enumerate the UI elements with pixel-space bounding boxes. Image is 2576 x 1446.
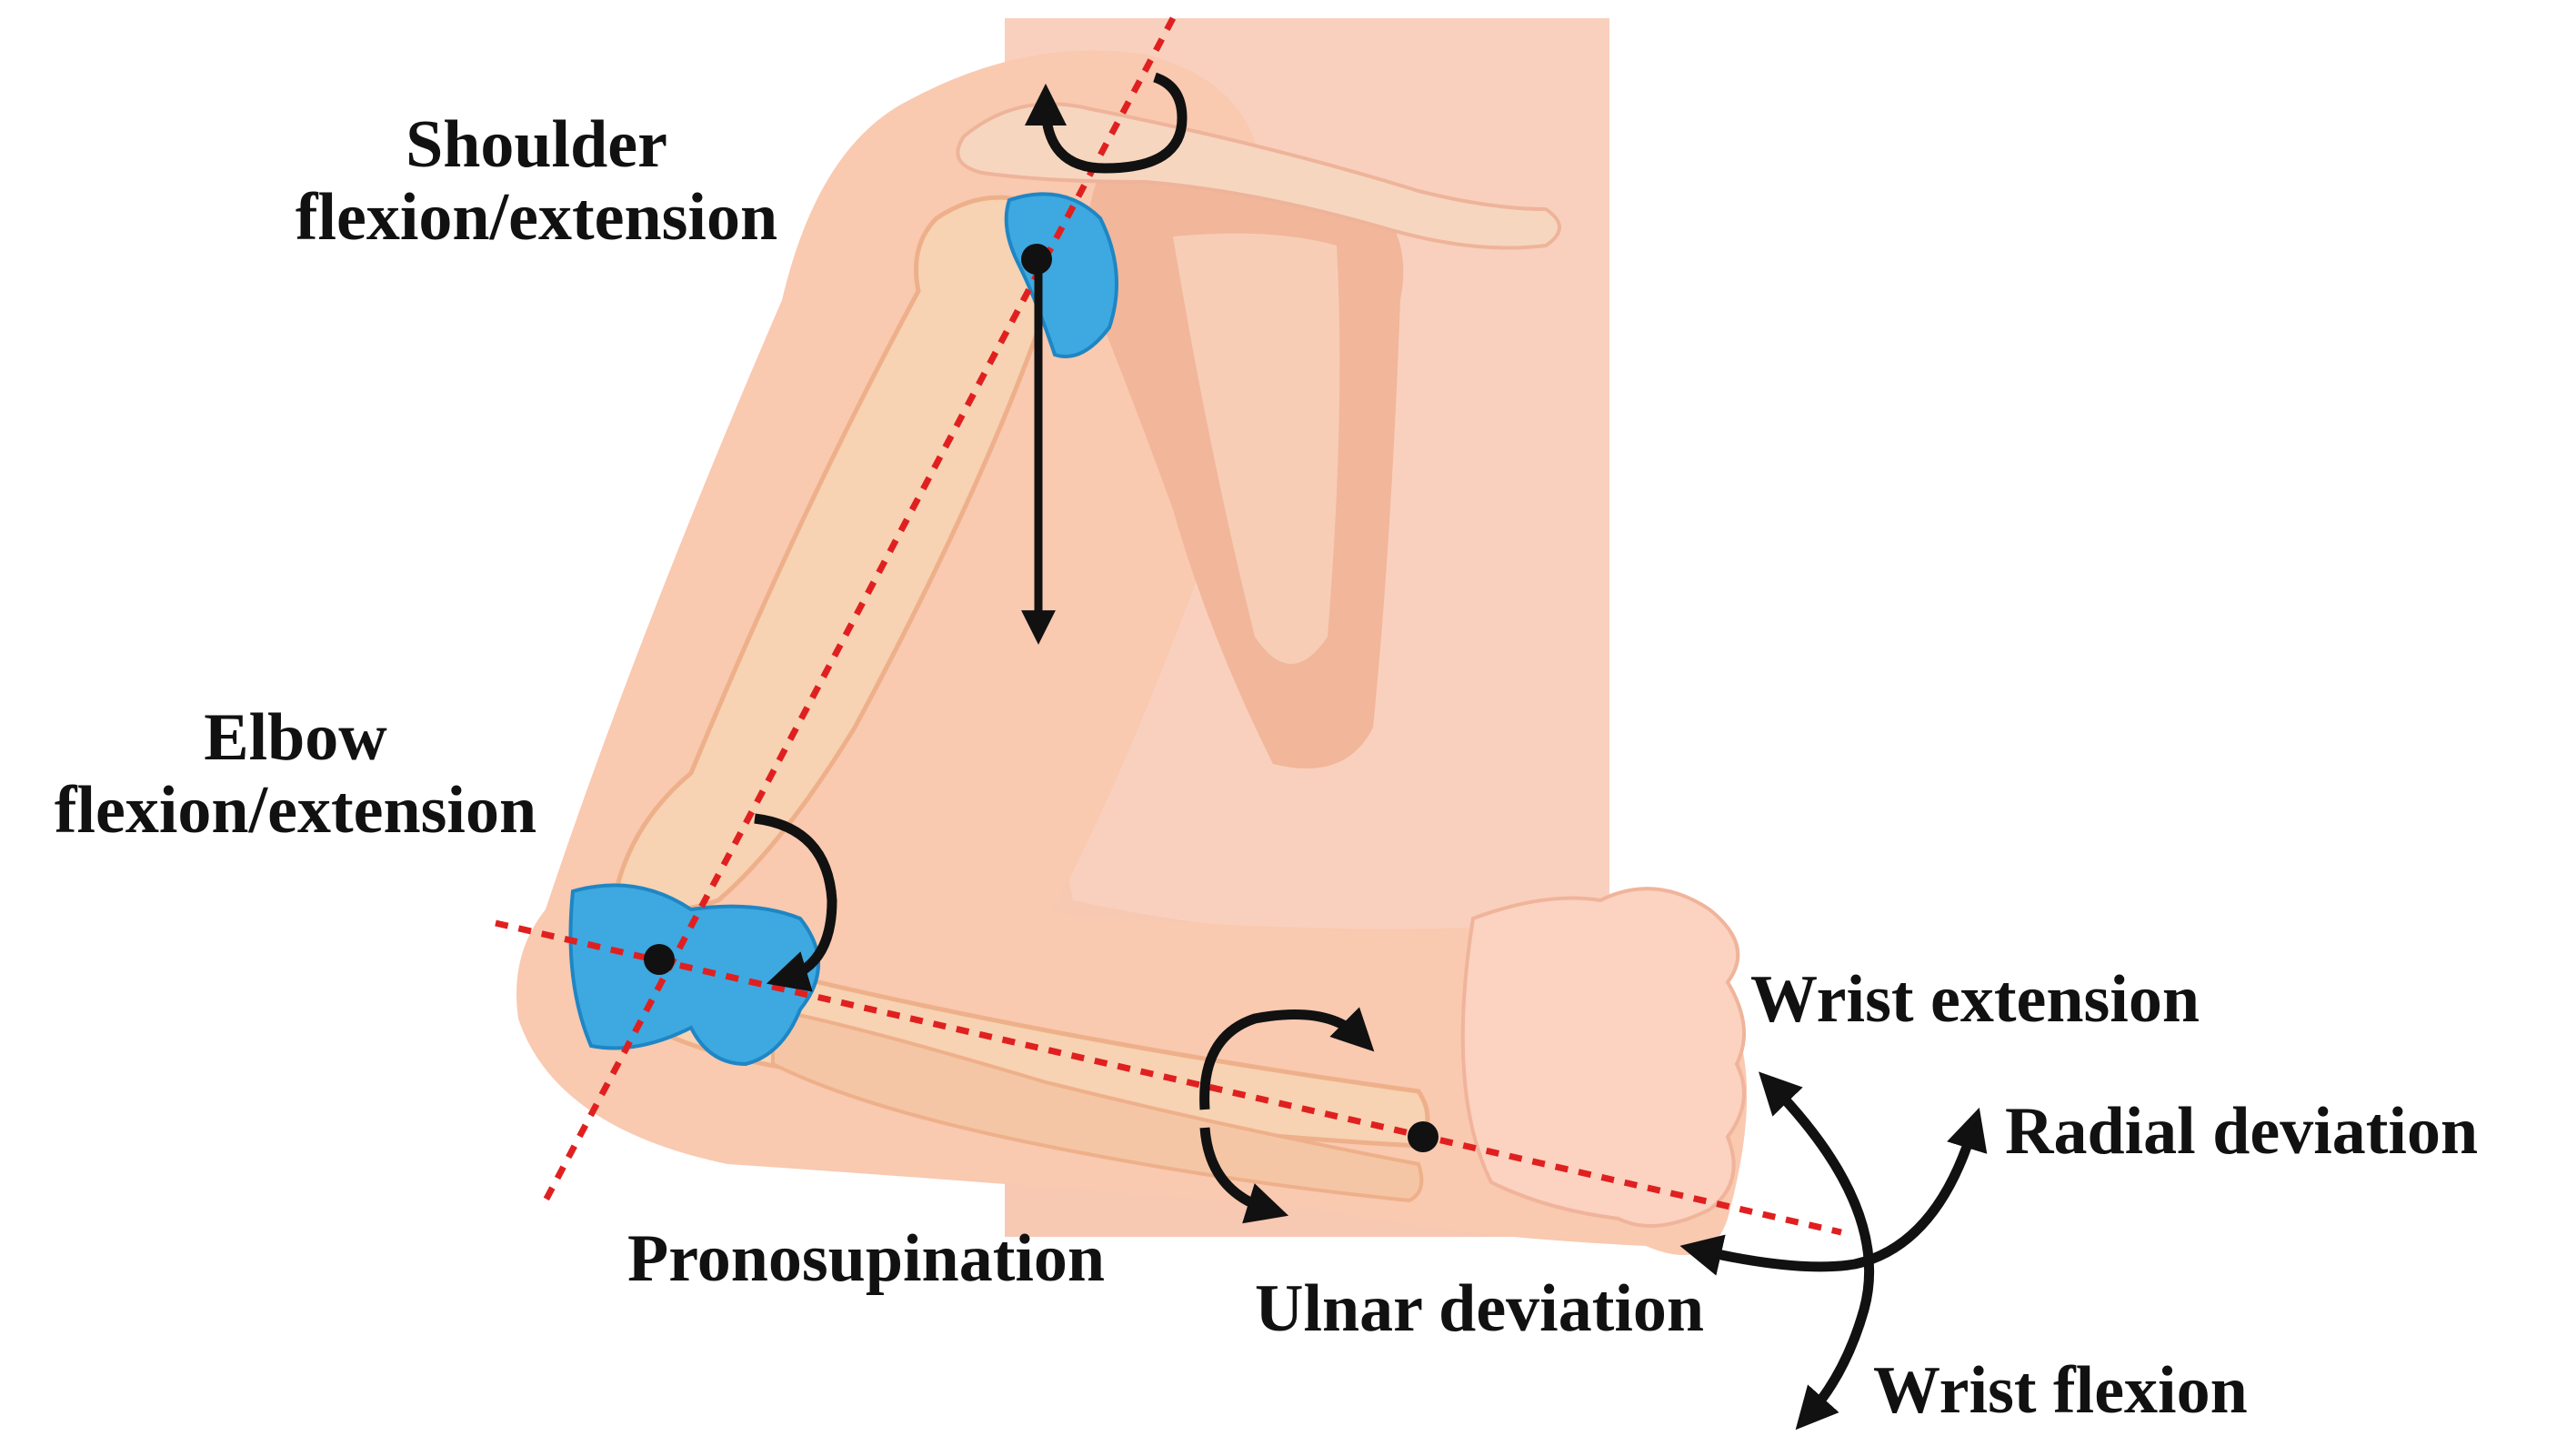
wrist-joint-point: [1408, 1121, 1438, 1152]
clavicle-bone: [956, 102, 1561, 250]
shoulder-cartilage: [1004, 192, 1118, 358]
elbow-label-line1: Elbow: [204, 700, 387, 775]
ulnar-deviation-label: Ulnar deviation: [1255, 1271, 1705, 1346]
shoulder-axis-line: [542, 16, 1177, 1202]
wrist-flexion-extension-arrow: [1758, 1071, 1875, 1431]
scapula-inner: [1173, 233, 1340, 664]
shoulder-rotation-arrow: [1024, 72, 1188, 174]
shoulder-joint-point: [1021, 244, 1052, 275]
radius-bone: [771, 1007, 1424, 1203]
elbow-rotation-arrow: [754, 813, 837, 992]
pronosupination-arrow-bottom: [1199, 1127, 1289, 1224]
wrist-deviation-arrow: [1679, 1107, 1988, 1276]
elbow-ligaments: [568, 883, 820, 1067]
wrist-flexion-label: Wrist flexion: [1873, 1353, 2248, 1428]
radial-deviation-label: Radial deviation: [2005, 1094, 2479, 1169]
shoulder-label-line2: flexion/extension: [295, 179, 778, 255]
elbow-joint-point: [644, 944, 675, 975]
pronosupination-arrow-top: [1199, 1007, 1375, 1110]
wrist-extension-label: Wrist extension: [1750, 962, 2200, 1037]
pronosupination-label: Pronosupination: [627, 1221, 1106, 1296]
elbow-label: Elbow flexion/extension: [0, 700, 591, 848]
shoulder-label-line1: Shoulder: [406, 107, 667, 182]
elbow-label-line2: flexion/extension: [54, 772, 537, 848]
shoulder-label: Shoulder flexion/extension: [246, 107, 827, 255]
forearm-axis-line: [495, 919, 1842, 1236]
